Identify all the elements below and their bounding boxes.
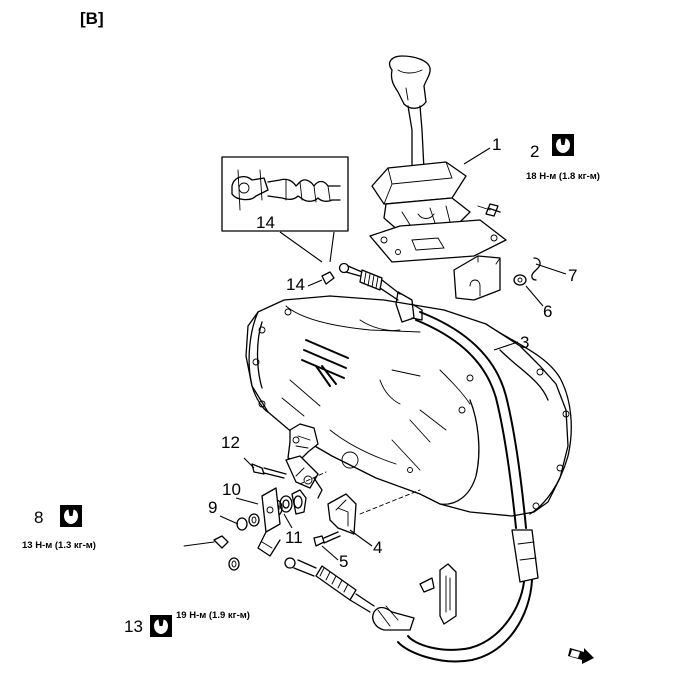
section-label: [B] [80,9,104,28]
callout-1: 1 [492,135,501,154]
callout-14-detail: 14 [256,213,275,232]
small-parts [321,257,541,286]
callout-10: 10 [222,480,241,499]
callout-13: 13 [124,617,143,636]
callout-9: 9 [208,498,217,517]
callout-7: 7 [568,266,577,285]
shift-lever-assembly [369,55,507,301]
torque-spec-8: 13 Н-м (1.3 кг-м) [22,540,96,551]
detail-inset [221,156,349,232]
linkage-parts [183,423,421,571]
callout-14: 14 [286,275,305,294]
leader-inset-14 [279,231,323,263]
leader-lines [219,147,567,561]
callout-5: 5 [339,552,348,571]
shift-cable [284,262,539,663]
callout-11: 11 [285,528,303,547]
torque-wrench-icon [552,134,574,156]
leader-inset-right [329,231,335,263]
torque-wrench-icon [150,615,172,637]
torque-wrench-icon [60,505,82,527]
transmission-housing [245,295,572,517]
callout-12: 12 [221,433,240,452]
callout-8: 8 [34,508,43,527]
callout-3: 3 [520,333,529,352]
callout-2: 2 [530,142,539,161]
front-direction-arrow-icon [568,648,594,664]
torque-spec-2: 18 Н-м (1.8 кг-м) [526,171,600,182]
callout-6: 6 [543,302,552,321]
callout-4: 4 [373,538,382,557]
torque-spec-13: 19 Н-м (1.9 кг-м) [176,610,250,621]
